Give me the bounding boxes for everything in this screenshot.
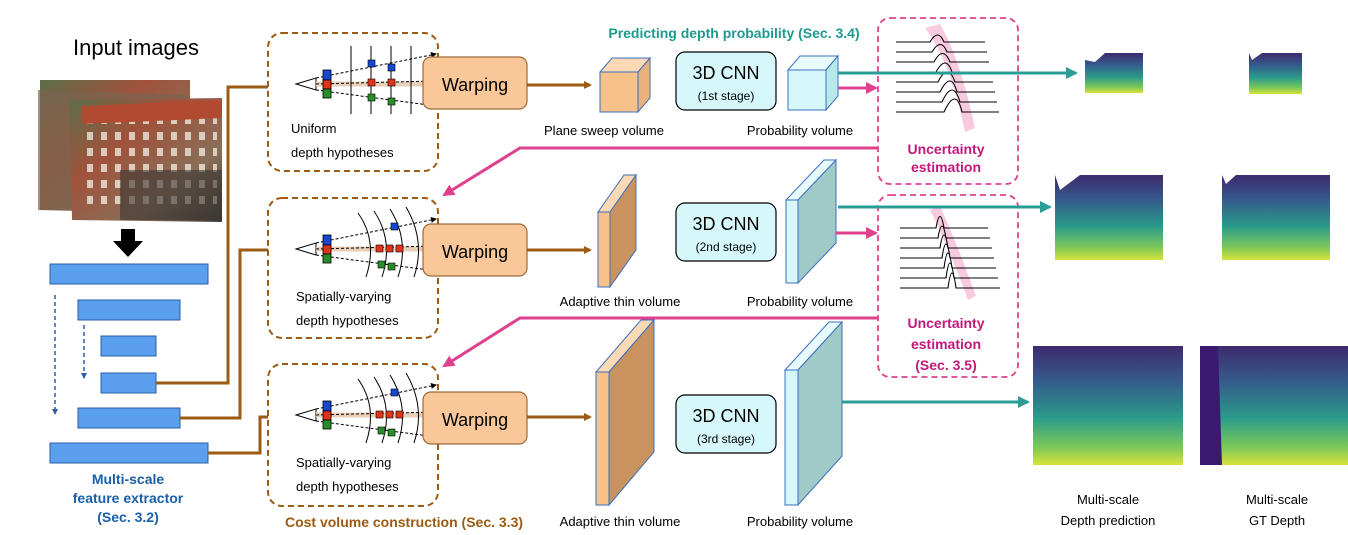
cnn-sub-1: (1st stage) — [698, 89, 755, 103]
feature-bar-6 — [49, 442, 209, 464]
cost-volume-label: Cost volume construction (Sec. 3.3) — [285, 514, 523, 530]
uncertainty-2-line3: (Sec. 3.5) — [915, 357, 976, 373]
depth-prediction-3 — [1033, 346, 1183, 465]
pred-caption-2: Depth prediction — [1061, 513, 1156, 528]
gt-depth-1 — [1249, 53, 1302, 94]
magenta-feedback-1 — [442, 146, 878, 197]
hyp-label-3a: Spatially-varying — [296, 455, 391, 470]
uncertainty-box-1 — [877, 17, 1019, 185]
uncertainty-2-line2: estimation — [911, 336, 981, 352]
depth-distribution-2 — [900, 206, 1000, 300]
hyp-label-2b: depth hypotheses — [296, 313, 399, 328]
down-arrow-icon — [113, 229, 143, 257]
uncertainty-box-2 — [877, 194, 1019, 378]
uncertainty-1-line2: estimation — [911, 159, 981, 175]
depth-distribution-1 — [896, 24, 999, 132]
predict-label: Predicting depth probability (Sec. 3.4) — [608, 25, 859, 41]
hyp-label-2a: Spatially-varying — [296, 289, 391, 304]
feature-bar-1 — [49, 263, 209, 285]
gt-depth-2 — [1222, 175, 1330, 260]
probability-volume-1 — [786, 54, 840, 112]
adaptive-thin-volume-3 — [594, 318, 656, 507]
prob-label-1: Probability volume — [747, 123, 853, 138]
uncertainty-2-line1: Uncertainty — [907, 315, 984, 331]
volume-label-2: Adaptive thin volume — [560, 294, 681, 309]
extractor-label-1: Multi-scale — [92, 471, 165, 487]
plane-sweep-volume — [598, 56, 652, 114]
cnn-sub-2: (2nd stage) — [696, 240, 757, 254]
cnn-title-2: 3D CNN — [692, 214, 759, 234]
prob-label-3: Probability volume — [747, 514, 853, 529]
prob-label-2: Probability volume — [747, 294, 853, 309]
gt-caption-2: GT Depth — [1249, 513, 1305, 528]
cnn-sub-3: (3rd stage) — [697, 432, 755, 446]
cnn-title-1: 3D CNN — [692, 63, 759, 83]
cnn-block-1 — [675, 51, 777, 111]
hyp-label-1a: Uniform — [291, 121, 337, 136]
volume-label-3: Adaptive thin volume — [560, 514, 681, 529]
feature-bar-4 — [100, 372, 157, 394]
probability-volume-2 — [784, 158, 838, 285]
warping-label-1: Warping — [442, 75, 508, 95]
feature-connectors — [156, 85, 268, 455]
volume-label-1: Plane sweep volume — [544, 123, 664, 138]
extractor-label-3: (Sec. 3.2) — [97, 509, 158, 525]
gt-caption-1: Multi-scale — [1246, 492, 1308, 507]
hyp-label-3b: depth hypotheses — [296, 479, 399, 494]
probability-volume-3 — [783, 320, 844, 507]
depth-prediction-2 — [1055, 175, 1163, 260]
extractor-label-2: feature extractor — [73, 490, 184, 506]
uncertainty-1-line1: Uncertainty — [907, 141, 984, 157]
input-title: Input images — [73, 35, 199, 60]
hypotheses-box-1 — [267, 32, 439, 172]
varying-hypotheses-icon-2 — [296, 207, 436, 277]
gt-depth-3 — [1200, 346, 1348, 465]
cnn-block-2 — [675, 202, 777, 262]
warping-label-3: Warping — [442, 410, 508, 430]
depth-prediction-1 — [1085, 53, 1143, 93]
uniform-hypotheses-icon — [296, 46, 436, 114]
feature-bar-5 — [77, 407, 181, 429]
magenta-feedback-2 — [442, 316, 878, 368]
hypotheses-box-2 — [267, 197, 439, 339]
pred-caption-1: Multi-scale — [1077, 492, 1139, 507]
varying-hypotheses-icon-3 — [296, 373, 436, 443]
adaptive-thin-volume-2 — [597, 173, 637, 289]
feature-bar-3 — [100, 335, 157, 357]
feature-bar-2 — [77, 299, 181, 321]
cnn-block-3 — [675, 394, 777, 454]
input-image-stack — [38, 80, 222, 222]
cnn-title-3: 3D CNN — [692, 406, 759, 426]
warping-block-1 — [422, 56, 528, 110]
warping-label-2: Warping — [442, 242, 508, 262]
hyp-label-1b: depth hypotheses — [291, 145, 394, 160]
feature-extractor — [49, 263, 209, 464]
